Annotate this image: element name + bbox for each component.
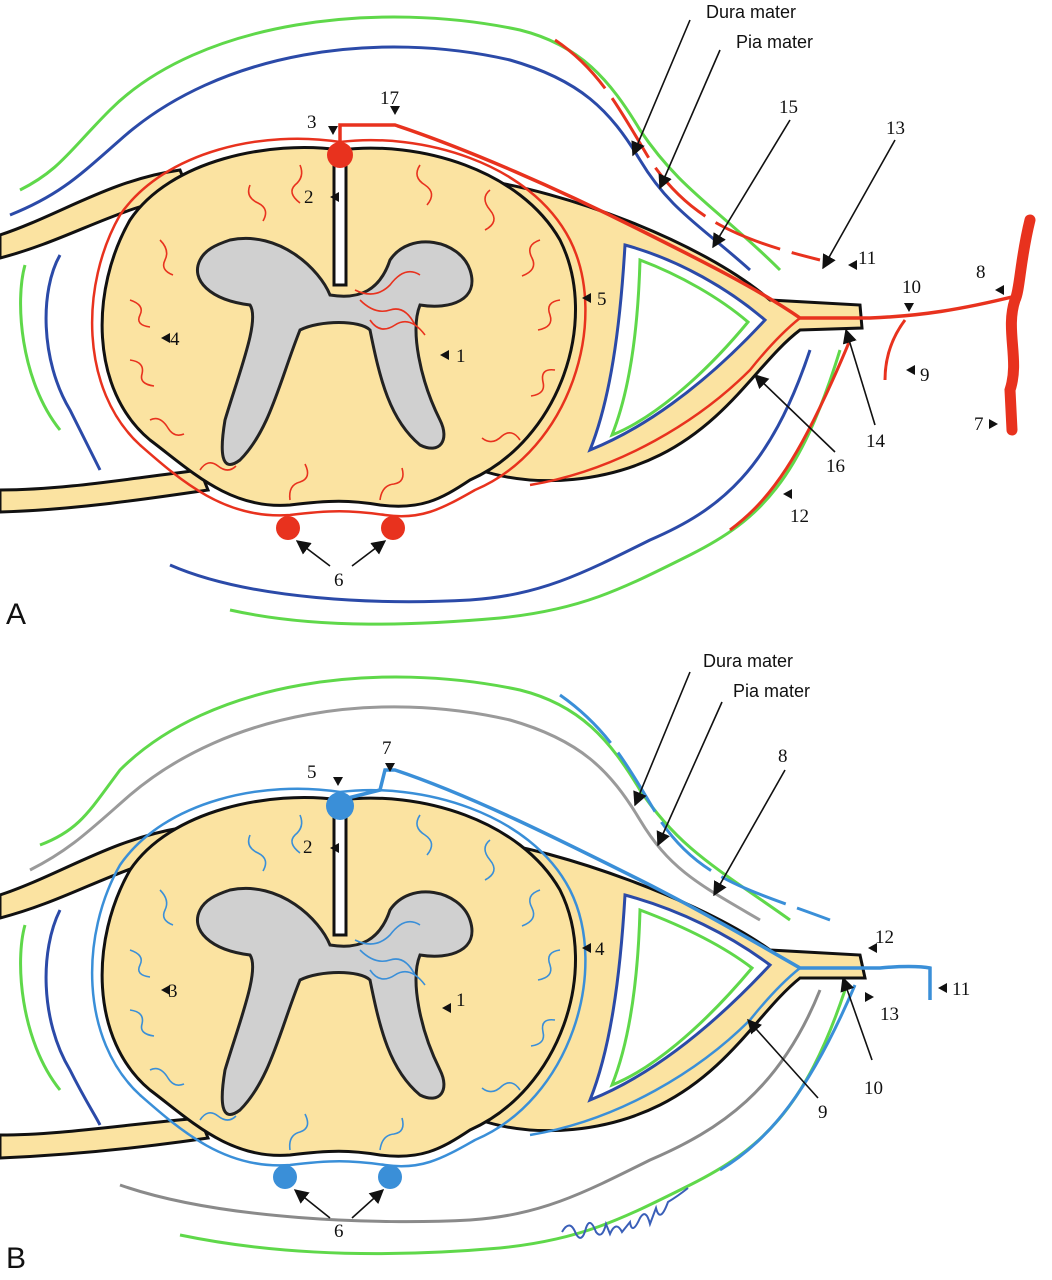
radial-veins-b	[129, 814, 561, 1151]
posterior-spinal-artery-left-a	[276, 516, 300, 540]
spinal-cord-b	[100, 796, 577, 1158]
radicular-vein-b	[339, 768, 932, 1000]
radicular-branch-lower-a	[529, 317, 801, 487]
label-9-a: 9	[920, 365, 930, 386]
left-ventral-root-a	[0, 468, 211, 514]
signature-scribble	[561, 1187, 689, 1239]
spinal-cord-a	[100, 146, 577, 508]
leader-6r-a	[351, 540, 387, 567]
pia-label-b: Pia mater	[733, 681, 810, 701]
outer-red-dura-a	[554, 38, 821, 262]
label-11-a: 11	[858, 248, 876, 269]
left-ventral-root-b	[0, 1116, 211, 1160]
label-1-b: 1	[456, 990, 466, 1011]
panel-letter-b: B	[6, 1242, 26, 1275]
label-7-b: 7	[382, 738, 392, 759]
label-2-b: 2	[303, 837, 313, 858]
label-1-a: 1	[456, 346, 466, 367]
label-10-b: 10	[864, 1078, 883, 1099]
label-2-a: 2	[304, 187, 314, 208]
label-4-b: 4	[595, 939, 605, 960]
label-16-a: 16	[826, 456, 845, 477]
left-green-membrane-a	[19, 264, 62, 431]
leader-10-b	[840, 976, 873, 1061]
panel-b: Dura mater Pia mater 7 5 2 3 4 1 8 12 11…	[0, 651, 970, 1275]
label-10-a: 10	[902, 277, 921, 298]
outer-green-membrane-b	[39, 675, 791, 922]
label-13-b: 13	[880, 1004, 899, 1025]
label-9-b: 9	[818, 1102, 828, 1123]
pia-leader-b	[656, 701, 723, 847]
leader-6l-a	[295, 540, 331, 567]
label-5-b: 5	[307, 762, 317, 783]
leader-13-a	[822, 139, 896, 270]
median-fissure-b	[332, 802, 348, 937]
posterior-vein-right-b	[378, 1165, 402, 1189]
label-13-a: 13	[886, 118, 905, 139]
dura-label-a: Dura mater	[706, 2, 796, 22]
leader-14-a	[842, 328, 876, 426]
label-3-a: 3	[307, 112, 317, 133]
radial-vessels-a	[129, 164, 561, 501]
label-5-a: 5	[597, 289, 607, 310]
gray-matter-a	[196, 237, 474, 466]
anterior-spinal-artery-a	[327, 142, 353, 168]
outer-green-membrane-a	[19, 15, 782, 272]
leader-8-b	[713, 769, 786, 897]
bottom-red-membrane-a	[729, 339, 852, 532]
label-14-a: 14	[866, 431, 886, 452]
label-8-b: 8	[778, 746, 788, 767]
label-7-a: 7	[974, 414, 984, 435]
dura-leader-a	[631, 19, 691, 157]
radicular-artery-a	[338, 123, 1021, 320]
left-navy-membrane-a	[44, 254, 102, 471]
posterior-vein-left-b	[273, 1165, 297, 1189]
posterior-spinal-artery-right-a	[381, 516, 405, 540]
leader-9-b	[747, 1018, 819, 1099]
bottom-gray-membrane-b	[119, 989, 822, 1224]
leader-6r-b	[351, 1189, 385, 1219]
pial-plexus-a	[90, 137, 587, 518]
vertebral-artery-a	[1004, 214, 1036, 436]
label-17-a: 17	[380, 88, 399, 109]
panel-letter-a: A	[6, 598, 26, 631]
label-12-a: 12	[790, 506, 809, 527]
bottom-blue-membrane-b	[719, 984, 857, 1172]
pia-leader-a	[658, 49, 721, 190]
gray-matter-b	[196, 887, 474, 1116]
left-navy-membrane-b	[44, 909, 102, 1126]
pial-venous-plexus-b	[90, 787, 587, 1168]
left-green-membrane-b	[19, 924, 62, 1091]
label-6-b: 6	[334, 1221, 344, 1242]
leader-6l-b	[293, 1189, 331, 1219]
panel-a: Dura mater Pia mater 17 3 2 4 5 1 15 13 …	[0, 2, 1036, 631]
dura-label-b: Dura mater	[703, 651, 793, 671]
pia-label-a: Pia mater	[736, 32, 813, 52]
median-fissure-a	[332, 152, 348, 287]
branch-9-a	[883, 319, 907, 381]
dura-leader-b	[633, 671, 691, 807]
label-11-b: 11	[952, 979, 970, 1000]
bottom-navy-membrane-a	[169, 349, 812, 604]
label-8-a: 8	[976, 262, 986, 283]
label-6-a: 6	[334, 570, 344, 591]
outer-gray-membrane-b	[29, 705, 761, 922]
outer-blue-dura-b	[559, 693, 831, 922]
label-15-a: 15	[779, 97, 798, 118]
label-3-b: 3	[168, 981, 178, 1002]
label-4-a: 4	[170, 329, 180, 350]
radicular-vein-lower-b	[529, 967, 801, 1137]
bottom-green-membrane-a	[229, 349, 842, 626]
leader-15-a	[712, 119, 791, 249]
label-12-b: 12	[875, 927, 894, 948]
inner-green-triangle-b	[609, 907, 755, 1088]
anterior-median-vein-b	[326, 792, 354, 820]
inner-green-triangle-a	[609, 257, 751, 438]
leader-16-a	[753, 374, 836, 453]
